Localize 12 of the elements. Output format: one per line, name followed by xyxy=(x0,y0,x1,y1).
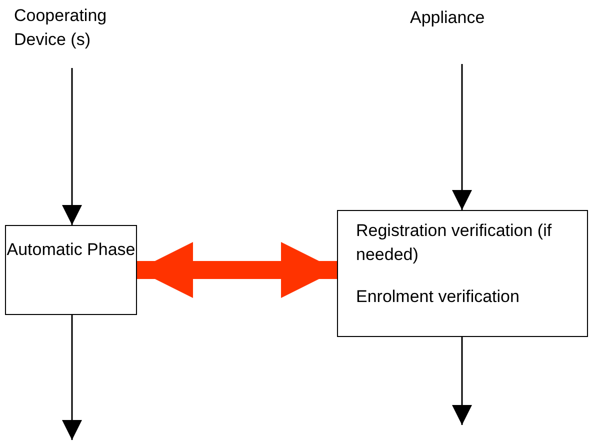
node-label: Appliance xyxy=(410,7,486,29)
arrow xyxy=(62,68,82,225)
process-box xyxy=(337,210,588,337)
arrow xyxy=(62,315,82,440)
box-label: Automatic Phase xyxy=(6,239,136,261)
box-label: Registration verification (if needed) xyxy=(356,220,553,266)
process-box xyxy=(5,225,137,315)
box-label: Enrolment verification xyxy=(356,286,520,308)
double-arrow xyxy=(137,242,337,298)
arrow xyxy=(452,337,472,425)
node-label: Cooperating Device (s) xyxy=(14,5,108,51)
arrow xyxy=(452,64,472,210)
